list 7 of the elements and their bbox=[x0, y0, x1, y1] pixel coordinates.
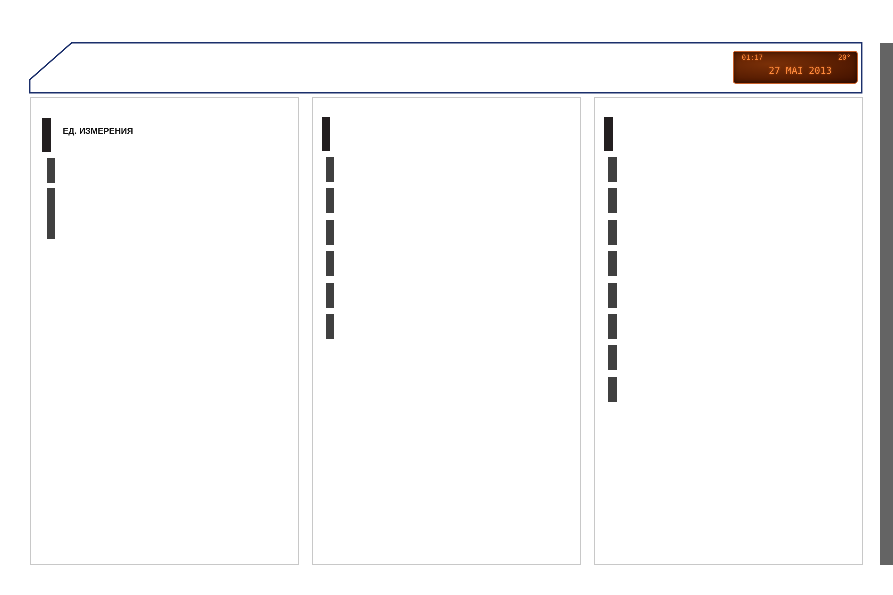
content-panel bbox=[595, 98, 863, 565]
section-heading: ЕД. ИЗМЕРЕНИЯ bbox=[63, 126, 134, 136]
content-panel bbox=[313, 98, 581, 565]
content-panel bbox=[31, 98, 299, 565]
display-screen bbox=[733, 51, 858, 84]
display-date: 27 MAI 2013 bbox=[769, 67, 832, 76]
header-band bbox=[30, 43, 862, 93]
